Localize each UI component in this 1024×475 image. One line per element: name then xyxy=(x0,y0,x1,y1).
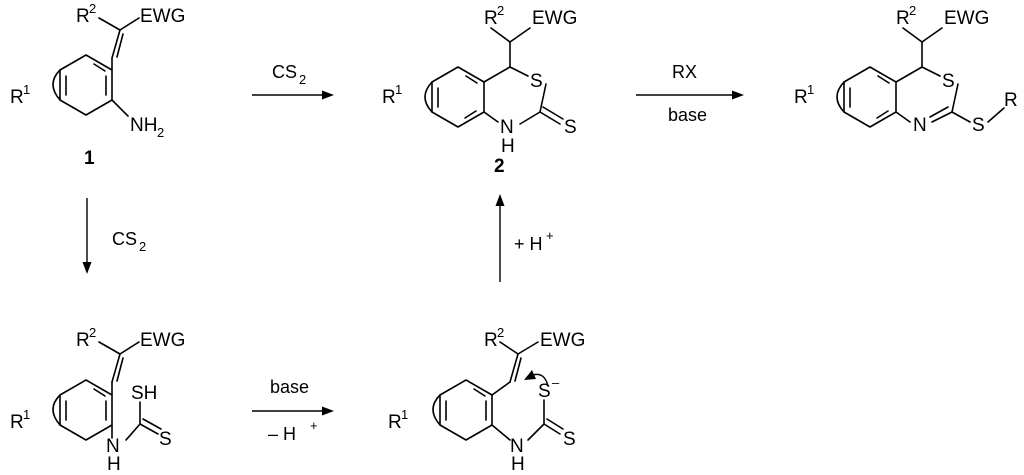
r1-label: R xyxy=(388,412,402,433)
arrow-bottom-deprotonation xyxy=(252,406,334,416)
cs2-condition-down: CS xyxy=(112,229,137,249)
alkyl-r-label: R xyxy=(1004,90,1018,111)
cs2-subscript-down: 2 xyxy=(139,239,146,254)
r1-label: R xyxy=(10,87,24,108)
compound-1-number: 1 xyxy=(84,148,95,169)
minus-h-condition: – H xyxy=(268,424,296,444)
r2-label: R xyxy=(484,330,498,351)
r1-label: R xyxy=(794,87,808,108)
ewg-label: EWG xyxy=(532,8,577,29)
ewg-label: EWG xyxy=(140,6,185,27)
plus-h-condition: + H xyxy=(514,234,543,254)
dithiocarbamate-anion-structure xyxy=(432,341,564,441)
r1-superscript: 1 xyxy=(23,407,30,422)
nh2-label: NH xyxy=(130,115,157,136)
compound-2-structure xyxy=(424,27,564,128)
thioether-sulfur-label: S xyxy=(972,115,985,136)
compound-1-structure xyxy=(52,17,140,117)
rx-condition: RX xyxy=(672,62,697,82)
nh-hydrogen-label: H xyxy=(511,454,525,475)
r1-label: R xyxy=(382,87,396,108)
r2-label: R xyxy=(76,330,90,351)
cs2-subscript-top: 2 xyxy=(299,72,306,87)
arrow-up-protonation xyxy=(495,194,505,282)
product-structure xyxy=(836,27,1005,128)
r2-label: R xyxy=(484,8,498,29)
thiol-sh-label: SH xyxy=(131,383,157,404)
r1-superscript: 1 xyxy=(23,82,30,97)
thione-sulfur-label: S xyxy=(564,117,577,138)
arrow-1-down xyxy=(82,198,92,274)
nh-nitrogen-label: N xyxy=(106,436,120,457)
r2-superscript: 2 xyxy=(89,325,96,340)
r1-label: R xyxy=(10,412,24,433)
ring-nitrogen-label: N xyxy=(913,115,927,136)
r1-superscript: 1 xyxy=(401,407,408,422)
compound-2-number: 2 xyxy=(494,156,505,177)
r1-superscript: 1 xyxy=(395,82,402,97)
nh-hydrogen-label: H xyxy=(107,454,121,475)
base-condition-bottom: base xyxy=(270,377,309,397)
ring-sulfur-label: S xyxy=(530,71,543,92)
arrow-2-to-product xyxy=(636,90,744,100)
thiolate-sulfur-label: S xyxy=(538,381,551,402)
thione-sulfur-label: S xyxy=(563,429,576,450)
negative-charge-label: – xyxy=(552,375,560,390)
ewg-label: EWG xyxy=(140,330,185,351)
r2-label: R xyxy=(896,8,910,29)
minus-h-superscript: + xyxy=(310,418,318,433)
dithiocarbamic-acid-structure xyxy=(52,341,162,441)
base-condition-top: base xyxy=(668,105,707,125)
arrow-1-to-2 xyxy=(252,90,334,100)
thione-sulfur-label: S xyxy=(159,429,172,450)
r2-superscript: 2 xyxy=(497,3,504,18)
ewg-label: EWG xyxy=(540,330,585,351)
r2-superscript: 2 xyxy=(89,1,96,16)
ring-nitrogen-label: N xyxy=(500,117,514,138)
r2-superscript: 2 xyxy=(909,3,916,18)
plus-h-superscript: + xyxy=(546,228,554,243)
r2-superscript: 2 xyxy=(497,325,504,340)
nh2-subscript: 2 xyxy=(157,125,164,140)
cs2-condition-top: CS xyxy=(272,62,297,82)
nh-hydrogen-label: H xyxy=(501,136,515,157)
ewg-label: EWG xyxy=(944,8,989,29)
r1-superscript: 1 xyxy=(807,82,814,97)
r2-label: R xyxy=(76,6,90,27)
ring-sulfur-label: S xyxy=(942,71,955,92)
nh-nitrogen-label: N xyxy=(510,436,524,457)
